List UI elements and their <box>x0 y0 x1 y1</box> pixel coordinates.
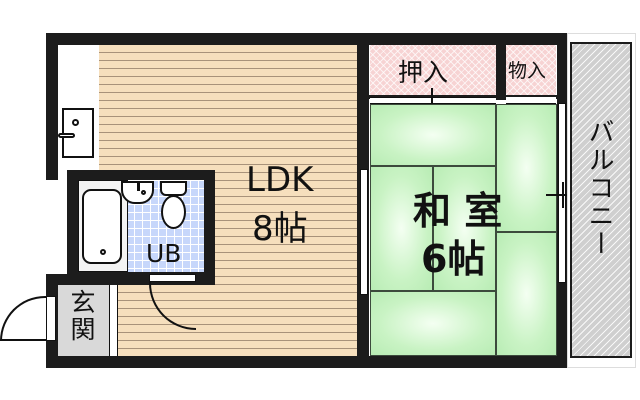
tatami-mat-2 <box>370 166 433 291</box>
kitchen-sink <box>58 108 94 158</box>
bathtub <box>78 180 128 272</box>
oshiire-label: 押入 <box>398 58 449 87</box>
ldk-size-label: 8帖 <box>252 209 308 249</box>
genkan-step <box>109 285 118 356</box>
tatami-mat-4 <box>370 291 496 356</box>
monoire-door[interactable] <box>506 97 556 104</box>
tatami-mat-1 <box>370 104 496 166</box>
genkan-floor <box>58 285 109 356</box>
tatami-mat-6 <box>496 232 557 356</box>
washitsu-size-label: 6帖 <box>421 237 486 281</box>
oshiire-sliding-door[interactable] <box>370 97 496 104</box>
unit-bath-label: UB <box>146 239 182 268</box>
balcony-label: バルコニー <box>584 118 614 258</box>
ldk-name-label: LDK <box>246 160 314 200</box>
faucet-icon <box>72 119 79 126</box>
entrance-door-frame <box>46 296 56 341</box>
washitsu-name-label: 和 室 <box>413 189 503 233</box>
faucet-handle-icon <box>58 133 75 138</box>
washbasin-tap-icon <box>137 181 140 191</box>
closet-divider-wall <box>496 45 506 100</box>
monoire-label: 物入 <box>508 60 547 82</box>
bath-door-opening <box>149 274 196 282</box>
bathtub-basin <box>82 189 122 264</box>
toilet-bowl-icon <box>161 195 186 229</box>
genkan-label: 玄関 <box>67 289 96 343</box>
outer-wall-top <box>46 33 574 45</box>
washbasin-icon <box>121 181 154 204</box>
oshiire-closet <box>370 45 496 95</box>
entrance-door-swing[interactable] <box>0 296 46 341</box>
oshiire-door-mark <box>431 88 433 113</box>
outer-wall-left-kitchen <box>46 33 58 180</box>
window-mark-vertical <box>562 182 564 208</box>
washbasin-drain-icon <box>141 190 146 195</box>
ldk-floor-lower <box>118 285 218 356</box>
drain-icon <box>100 249 106 255</box>
tatami-mat-5 <box>496 104 557 232</box>
tatami-mat-3 <box>433 166 496 291</box>
sliding-door-ldk-washitsu[interactable] <box>360 169 368 295</box>
balcony <box>570 42 632 358</box>
outer-wall-bottom <box>46 356 574 368</box>
monoire-closet <box>506 45 556 95</box>
genkan-wall-top <box>46 274 118 285</box>
toilet-tank-icon <box>160 181 187 196</box>
